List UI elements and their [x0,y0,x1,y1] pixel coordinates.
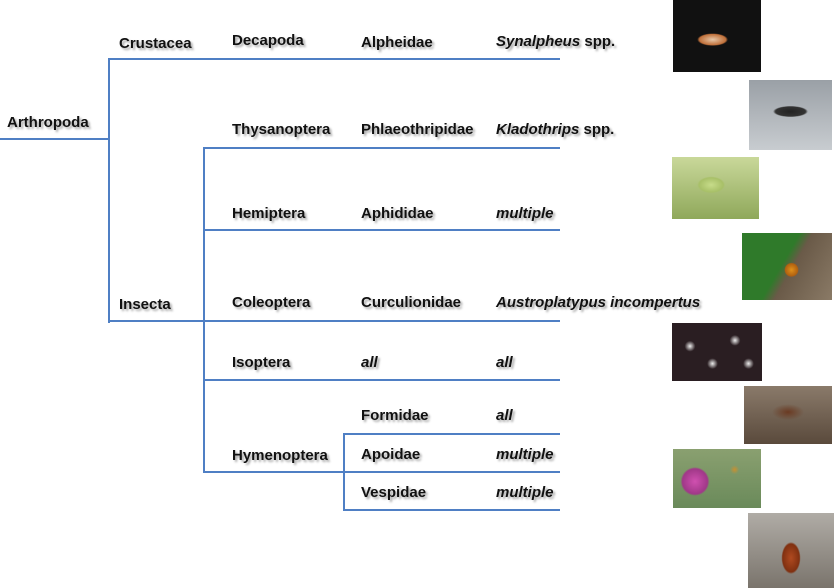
label-order: Hymenoptera [232,447,328,464]
label-genus: multiple [496,446,554,463]
label-order: Thysanoptera [232,121,331,138]
label-class: Insecta [119,296,171,313]
branch-hymenoptera [203,471,345,473]
genus-name: Synalpheus [496,33,581,50]
branch-thysanoptera [203,147,560,149]
label-class: Crustacea [119,35,192,52]
label-genus: all [496,354,513,371]
aphid-photo [672,157,759,219]
beetle-photo [742,233,832,300]
branch-crustacea [108,58,560,60]
label-family: Vespidae [361,484,427,501]
genus-suffix: spp. [579,121,615,138]
label-family: Phlaeothripidae [361,121,474,138]
label-family: Formidae [361,407,429,424]
label-order: Hemiptera [232,205,306,222]
termite-photo [672,323,762,381]
label-root: Arthropoda [7,114,89,131]
branch-isoptera [203,379,560,381]
branch-vespidae [343,509,560,511]
branch-hemiptera [203,229,560,231]
label-genus: Synalpheus spp. [496,33,615,51]
bee-photo [673,449,761,508]
label-genus: Kladothrips spp. [496,121,614,139]
thrips-photo [749,80,832,150]
label-family: Aphididae [361,205,434,222]
shrimp-photo [673,0,761,72]
label-order: Coleoptera [232,294,311,311]
branch-formidae [343,433,560,435]
label-genus: all [496,407,513,424]
genus-suffix: spp. [580,33,616,50]
label-family: Apoidae [361,446,421,463]
label-genus: Austroplatypus incompertus [496,294,701,311]
branch-insecta-split [203,147,205,473]
ant-photo [744,386,832,444]
branch-apoidae [343,471,560,473]
label-order: Decapoda [232,32,304,49]
branch-insecta [108,320,205,322]
label-family: all [361,354,378,371]
label-genus: multiple [496,484,554,501]
label-genus: multiple [496,205,554,222]
wasp-photo [748,513,834,588]
branch-coleoptera [203,320,560,322]
label-family: Alpheidae [361,34,433,51]
genus-name: Kladothrips [496,121,580,138]
label-family: Curculionidae [361,294,462,311]
label-order: Isoptera [232,354,291,371]
branch-arthropoda-split [108,58,110,323]
branch-root [0,138,110,140]
